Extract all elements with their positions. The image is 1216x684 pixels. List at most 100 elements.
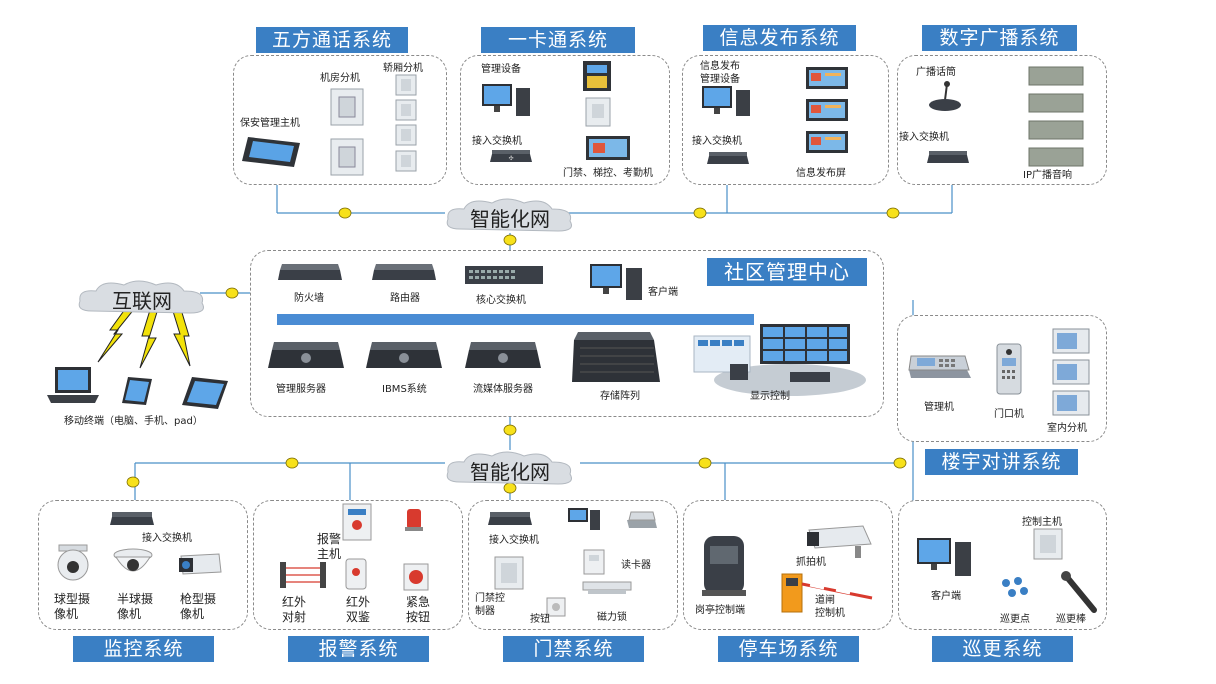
stream-server-label: 流媒体服务器 [473,384,533,395]
xinxi-mgmt-label: 信息发布 管理设备 [700,61,740,85]
guangbo-speaker-label: IP广播音响 [1023,170,1072,181]
magnetic-lock-icon [582,581,632,594]
display-screen-icon [806,131,848,153]
cloud-top-label: 智能化网 [470,207,550,231]
car-unit-icon [395,99,417,121]
yikatong-mgmt-label: 管理设备 [481,64,521,75]
magnetic-lock-label: 磁力锁 [597,612,627,623]
door-controller-label: 门禁控 制器 [475,593,505,617]
xinxi-switch-label: 接入交换机 [692,136,742,147]
indoor-unit-icon [1052,390,1090,416]
server-icon [366,342,442,368]
alarm-host-label: 报警 主机 [317,532,342,561]
exit-button-label: 按钮 [530,614,550,625]
computer-icon [482,84,530,116]
tablet-icon [182,377,228,409]
cloud-internet-label: 互联网 [112,289,172,313]
guard-host-icon [242,137,300,167]
attendance-screen-icon [586,136,630,160]
speaker-icon [1028,93,1084,113]
patrol-host-label: 控制主机 [1022,517,1062,528]
speaker-icon [1028,147,1084,167]
display-label: 显示控制 [750,391,790,402]
guangbo-switch-label: 接入交换机 [899,132,949,143]
card-reader-icon [583,549,605,575]
mobile-label: 移动终端（电脑、手机、pad） [64,416,203,427]
indoor-unit-icon [1052,359,1090,385]
ir-dual-detector-icon [345,558,367,590]
microphone-icon [929,81,961,111]
card-reader-label: 读卡器 [621,560,651,571]
laptop-icon [47,367,99,403]
booth-label: 岗亭控制端 [695,605,745,616]
patrol-point-label: 巡更点 [1000,614,1030,625]
computer-icon [590,264,642,300]
bullet-camera-label: 枪型摄 像机 [180,592,217,621]
menjin-switch-label: 接入交换机 [489,535,539,546]
storage-array-icon [572,332,660,382]
switch-icon [707,152,749,164]
xinxi-title: 信息发布系统 [703,25,856,51]
patrol-host-icon [1033,528,1063,560]
yikatong-box [460,55,670,185]
switch-icon [488,512,532,525]
patrol-point-icon [1002,577,1028,597]
car-unit-icon [395,74,417,96]
speaker-icon [1028,66,1084,86]
ir-beam-label: 红外 对射 [282,595,307,624]
switch-icon: ✣ [490,150,532,162]
tingche-title: 停车场系统 [718,636,859,662]
core-switch-icon [465,266,543,284]
intercom-unit-icon [330,138,364,176]
baojing-title: 报警系统 [288,636,429,662]
computer-icon [917,538,971,576]
dome-camera-icon [57,544,89,581]
louyu-door-label: 门口机 [994,409,1024,420]
video-wall-icon [693,324,866,396]
half-dome-camera-label: 半球摄 像机 [117,592,154,621]
jiankong-title: 监控系统 [73,636,214,662]
yikatong-switch-label: 接入交换机 [472,136,522,147]
car-unit-icon [395,150,417,172]
door-station-icon [996,343,1022,395]
indoor-unit-icon [1052,328,1090,354]
server-icon [268,342,344,368]
dome-camera-label: 球型摄 像机 [54,592,91,621]
phone-icon [122,377,152,405]
capture-camera-icon [807,525,872,558]
storage-label: 存储阵列 [600,391,640,402]
switch-icon [927,151,969,163]
xungeng-client-label: 客户端 [931,591,961,602]
display-screen-icon [806,99,848,121]
barrier-gate-label: 道闸 控制机 [815,595,845,619]
display-screen-icon [806,67,848,89]
firewall-label: 防火墙 [294,293,324,304]
server-icon [465,342,541,368]
cloud-middle: 智能化网 [440,448,580,490]
bullet-camera-icon [179,553,222,575]
ibms-label: IBMS系统 [382,384,427,395]
computer-icon [702,86,750,116]
wufang-car-label: 轿厢分机 [383,63,423,74]
desk-phone-icon [908,355,971,378]
core-switch-label: 核心交换机 [476,295,526,306]
louyu-indoor-label: 室内分机 [1047,423,1087,434]
jiankong-switch-label: 接入交换机 [142,533,192,544]
client-label: 客户端 [648,287,678,298]
wufang-title: 五方通话系统 [256,27,408,53]
router-label: 路由器 [390,293,420,304]
access-terminal-icon [583,61,611,91]
wufang-machine-room-label: 机房分机 [320,73,360,84]
emergency-button-icon [403,563,429,591]
speaker-icon [1028,120,1084,140]
guangbo-title: 数字广播系统 [922,25,1077,51]
switch-icon [110,512,154,525]
xinxi-screen-label: 信息发布屏 [796,168,846,179]
elevator-panel-icon [585,97,611,127]
cloud-internet: 互联网 [72,275,212,319]
patrol-stick-icon [1061,571,1097,613]
guangbo-mic-label: 广播话筒 [916,67,956,78]
siren-icon [405,509,423,531]
infrared-beam-icon [280,562,326,588]
center-bus-bar [277,314,754,325]
